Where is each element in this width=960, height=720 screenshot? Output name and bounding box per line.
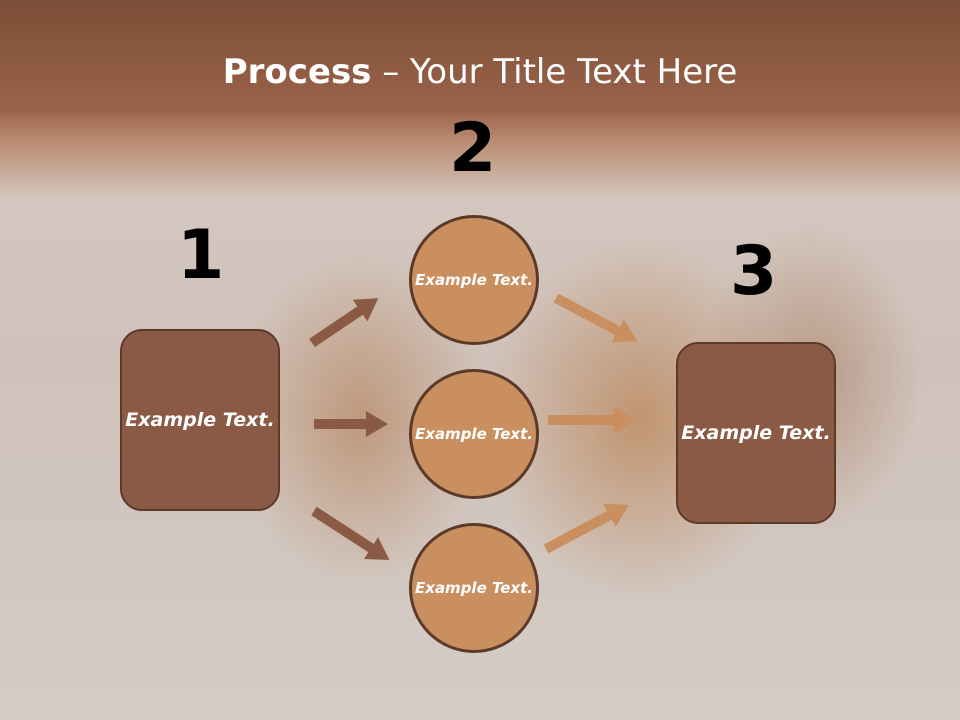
circle-bottom-text: Example Text. [415, 578, 533, 597]
step-number-3: 3 [730, 232, 778, 311]
step-number-2: 2 [449, 109, 497, 188]
slide-title: Process – Your Title Text Here [0, 52, 960, 92]
step-1-text: Example Text. [125, 408, 275, 431]
title-rest: – Your Title Text Here [371, 52, 738, 92]
circle-top-text: Example Text. [415, 270, 533, 289]
circle-bottom: Example Text. [409, 523, 539, 653]
step-number-1: 1 [177, 216, 225, 295]
arrow-1-to-bottom [311, 506, 390, 561]
arrow-bottom-to-3 [543, 503, 629, 554]
arrow-1-to-top [309, 298, 379, 348]
circle-middle: Example Text. [409, 369, 539, 499]
circle-middle-text: Example Text. [415, 424, 533, 443]
arrow-1-to-middle [314, 411, 388, 437]
step-3-text: Example Text. [681, 421, 831, 444]
circle-top: Example Text. [409, 215, 539, 345]
arrow-top-to-3 [553, 293, 638, 343]
step-1-box: Example Text. [120, 329, 280, 511]
arrow-middle-to-3 [548, 407, 636, 433]
step-3-box: Example Text. [676, 342, 836, 524]
title-bold: Process [222, 52, 372, 92]
